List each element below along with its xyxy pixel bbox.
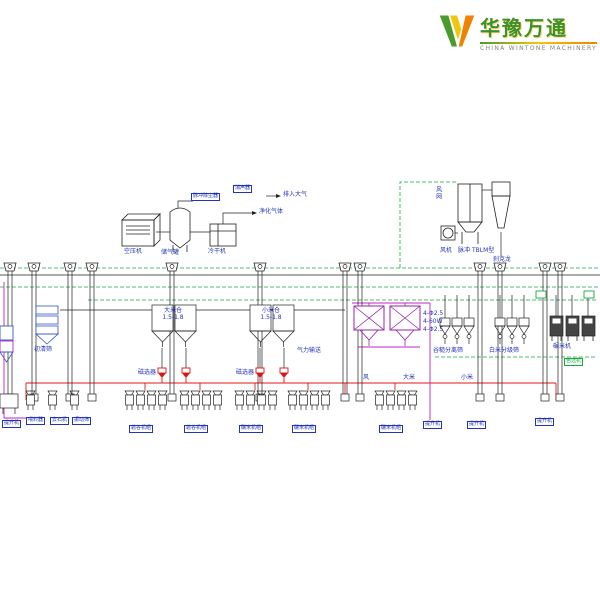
plansifter-group [353,305,421,347]
bin2-name-label: 小米仓 [261,307,280,314]
equipment-label-mill-2: 碾米机组 [292,425,317,433]
magnetic-separators [157,367,289,379]
equipment-label-feeder: 喂料器 [26,417,46,425]
sifter-spec3-label: 4-Φ2.5 [423,326,444,333]
small-rice-label: 小米 [461,374,474,381]
bin1-name-label: 大米仓 [163,307,182,314]
bin1-spec-label: 1.5-1.8 [162,314,184,321]
bucket-elevator [493,262,507,402]
bucket-elevator [85,262,99,402]
compressor-label: 空压机 [124,248,143,255]
rice-mill-group [549,315,596,342]
equipment-label-destoner: 去石机 [50,417,70,425]
filter-model-label: TBLM型 [472,247,495,254]
cyclone-label: 刹克龙 [493,256,512,263]
exhaust-arrow-2 [252,211,257,215]
air-compressor-station [121,207,237,252]
exhaust-arrow-1 [276,194,281,198]
equipment-label-vibro: 振动筛 [72,417,92,425]
left-cleaning-machine [0,325,14,363]
bucket-elevator [338,262,352,402]
logo: 华豫万通 CHINA WINTONE MACHINERY [438,12,598,52]
precleaner-label: 初清筛 [34,346,53,353]
grader-label: 白米分级筛 [489,347,520,354]
equipment-label-elevator-3: 提升机 [467,421,487,429]
logo-brand-en: CHINA WINTONE MACHINERY [480,45,598,52]
logo-brand-cn: 华豫万通 [480,16,568,40]
equipment-label-husker-1: 砻谷机组 [129,425,154,433]
bucket-elevator [473,262,487,402]
equipment-label-elevator: 提升机 [2,420,22,428]
separator-group [439,317,530,345]
mill-label: 碾米机 [553,343,572,350]
drum-precleaner [34,305,60,345]
air-dryer-label: 冷干机 [208,248,227,255]
magnet-label-1: 磁选器 [138,369,157,376]
logo-divider [480,42,598,44]
separator-label: 谷糙分离筛 [433,347,464,354]
clean-air-out-label: 净化气体 [259,208,284,215]
dust-collector-system [440,181,511,244]
equipment-label-mill-1: 碾米机组 [239,425,264,433]
bin2-spec-label: 1.5-1.8 [260,314,282,321]
equipment-label-mill-3: 碾米机组 [379,425,404,433]
equipment-label-elevator-2: 提升机 [423,421,443,429]
logo-v-icon [439,15,475,47]
equipment-label-elevator-4: 提升机 [535,418,555,426]
bucket-elevator-row [3,262,567,402]
intake-hopper [0,393,19,414]
logo-text: 华豫万通 CHINA WINTONE MACHINERY [480,12,598,52]
air-network-label: 风网 [434,186,442,200]
sifter-spec2-label: 4-60W [423,318,443,325]
fan-label: 风机 [440,247,453,254]
air-damper [583,290,595,299]
color-sorter-label: 色选机 [564,358,584,366]
exhaust-out-label: 排入大气 [283,191,308,198]
bucket-elevator [63,262,77,402]
sifter-spec1-label: 4-Φ2.5 [423,310,444,317]
magnet-label-2: 磁选器 [236,369,255,376]
equipment-label-husker-2: 砻谷机组 [184,425,209,433]
product-flow-lines-red [25,378,557,400]
dust-note-label: 脉冲除尘器 [191,193,221,201]
silencer-note-label: 消声器 [233,185,253,193]
pulse-filter-label: 脉冲 [458,247,471,254]
air-tank-label: 储气罐 [161,249,180,256]
wind-label: 风 [363,374,370,381]
pneumatic-pipe-label: 气力输送 [297,347,322,354]
air-damper [535,290,547,299]
big-rice-label: 大米 [403,374,416,381]
process-pipe-lines-black [0,189,600,368]
bucket-elevator [538,262,552,402]
